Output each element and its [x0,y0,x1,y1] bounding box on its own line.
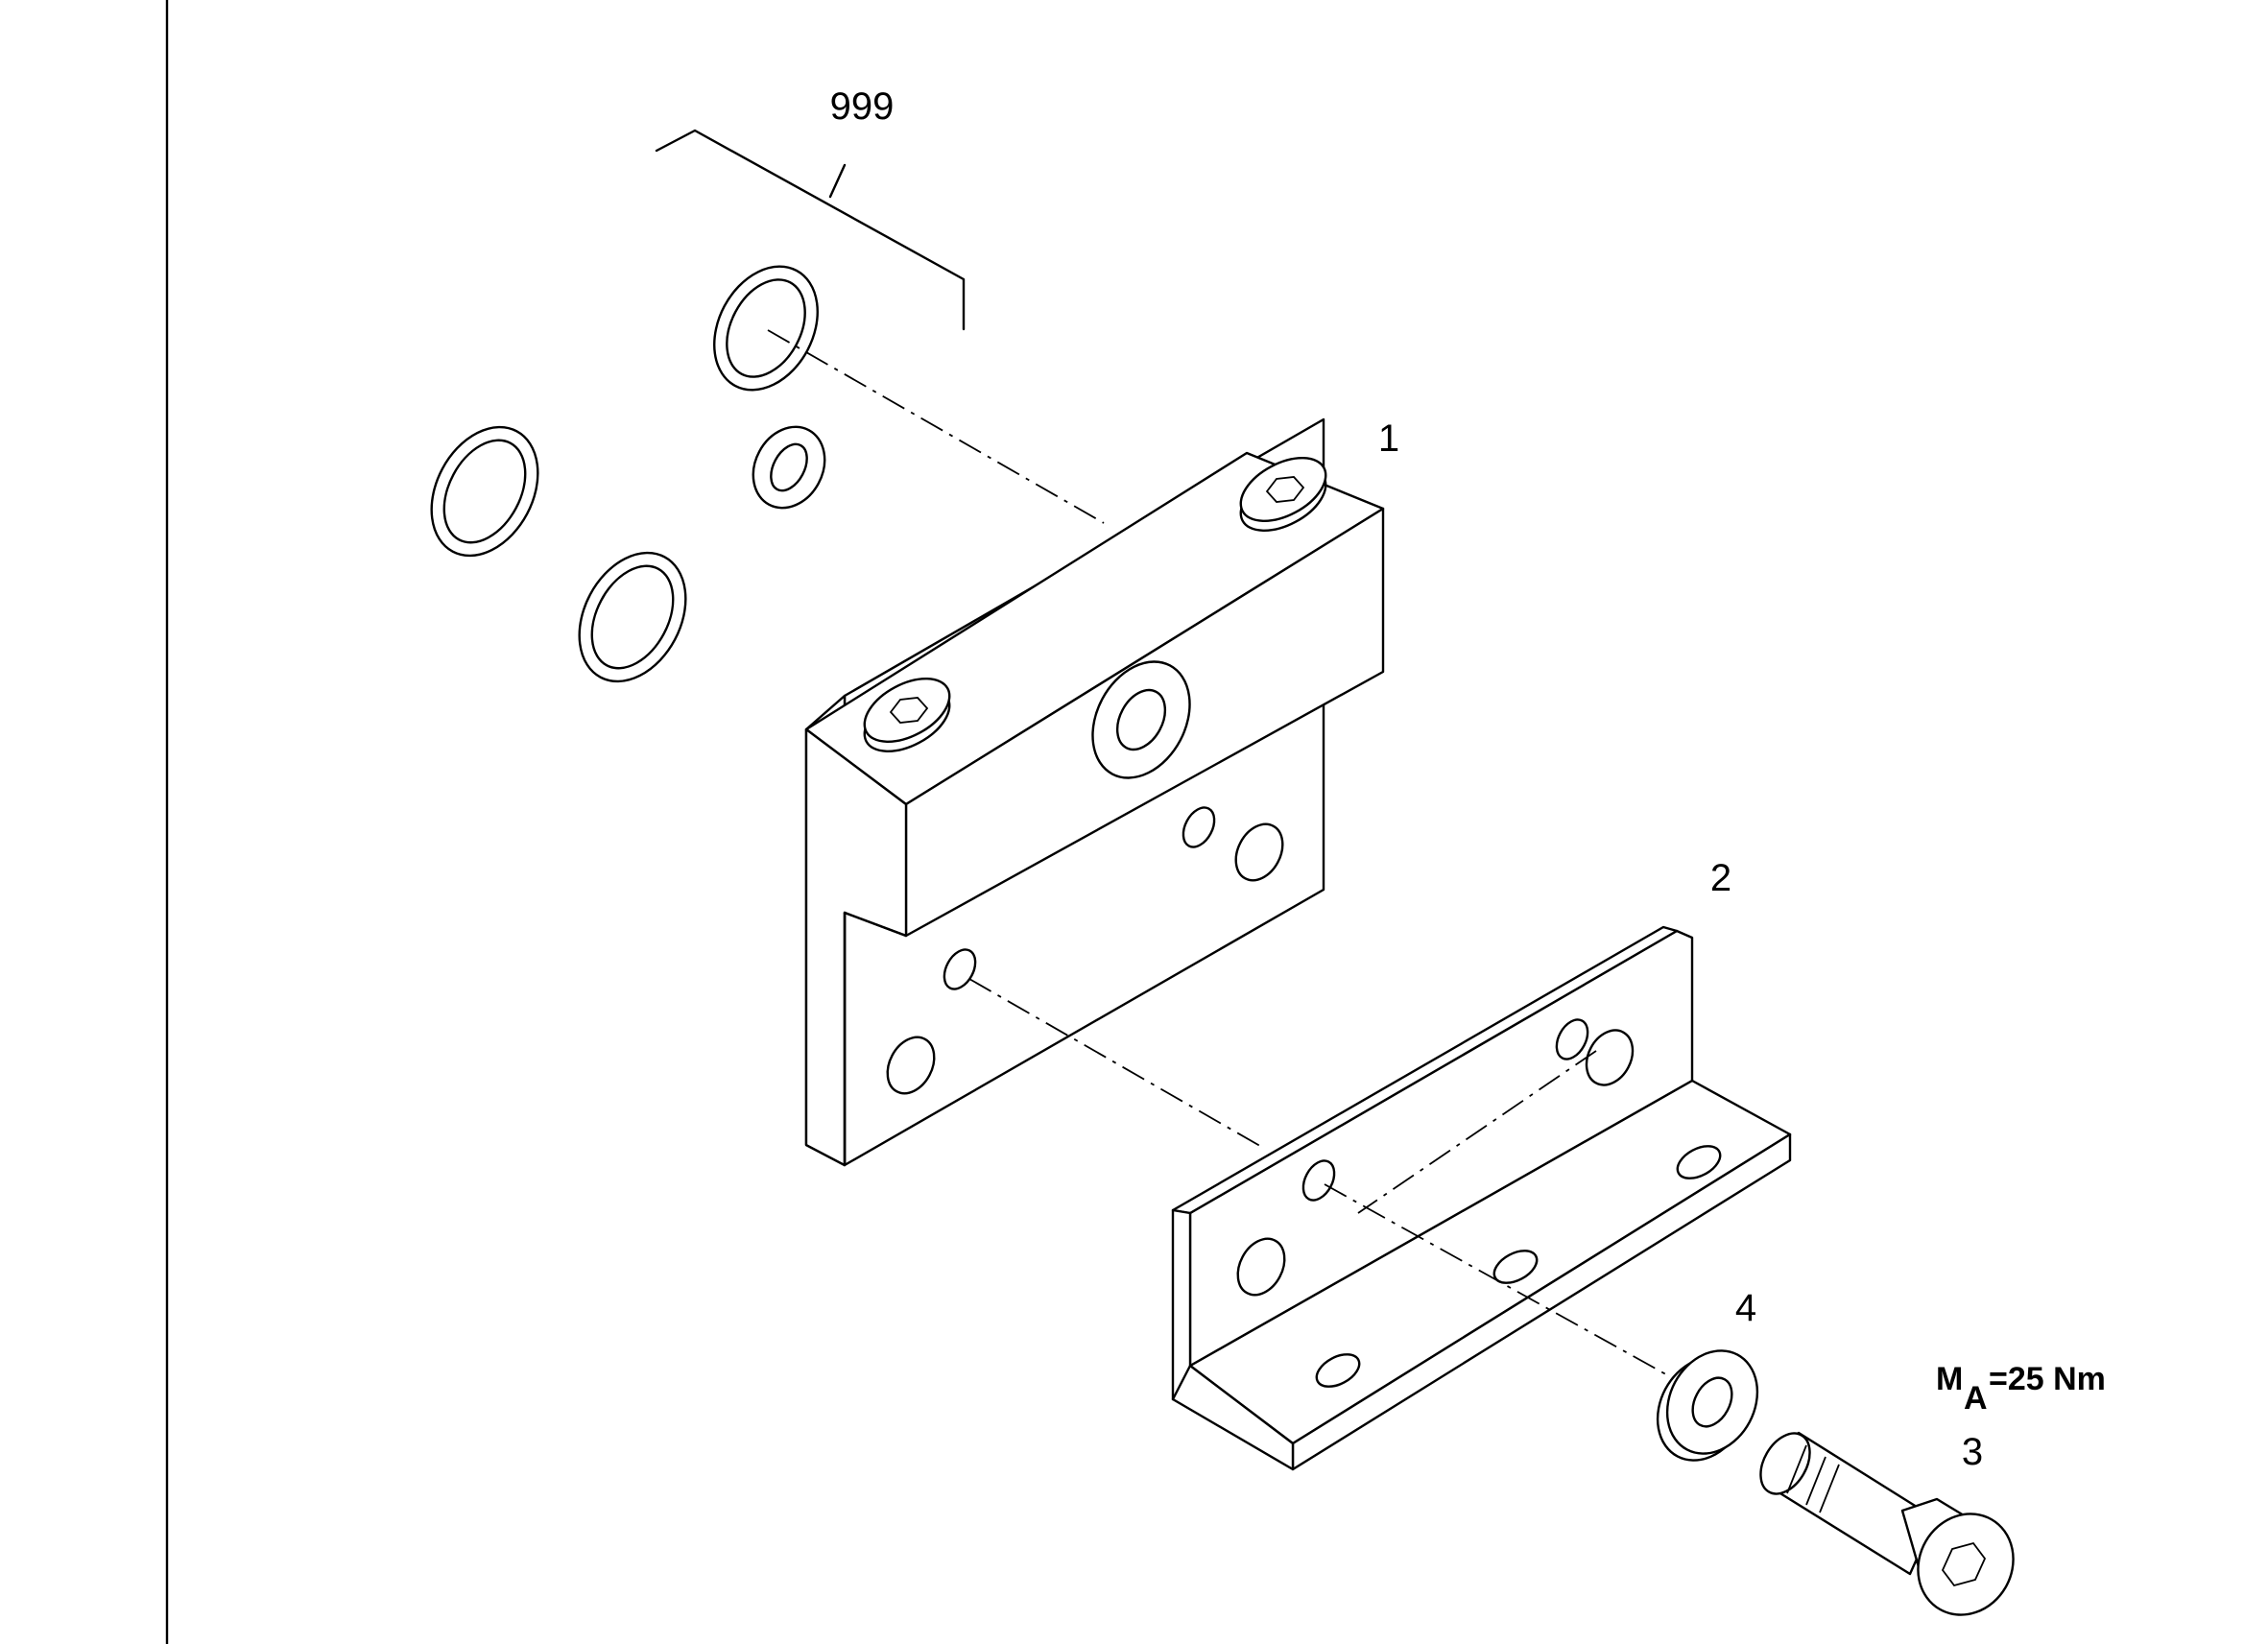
kit-bracket [655,129,966,331]
washer-part-4 [1656,1349,1759,1462]
callout-2: 2 [1710,857,1731,899]
bracket-hole-2 [1585,1029,1635,1086]
torque-value: =25 Nm [1989,1361,2106,1397]
callout-1: 1 [1378,417,1399,460]
hole-plate-4 [886,1036,936,1095]
o-ring-middle [578,551,687,683]
cap-screw-part-3 [1759,1431,2015,1616]
callout-3: 3 [1962,1431,1983,1473]
bracket-hole-1 [1555,1018,1589,1060]
callout-4: 4 [1735,1287,1756,1329]
hole-plate-3 [943,948,977,990]
o-ring-small [752,425,826,510]
centerline-bracket-to-washer [1324,1183,1698,1393]
torque-spec: M A =25 Nm [1936,1361,2106,1417]
bracket-hole-4 [1236,1237,1286,1297]
torque-symbol: M [1936,1361,1963,1397]
o-ring-left [430,425,539,558]
hole-plate-1 [1182,806,1216,848]
manifold-block-part-1 [804,417,1385,1167]
o-ring-top [713,265,819,392]
bracket-hole-6 [1492,1250,1539,1284]
bracket-hole-5 [1676,1145,1722,1179]
hole-plate-2 [1234,822,1284,882]
bracket-hole-7 [1315,1353,1361,1388]
torque-subscript: A [1964,1380,1988,1417]
cap-screw-head-right [1239,456,1327,533]
cap-screw-head-left [863,677,951,753]
centerline-o-ring [767,329,1105,524]
angle-bracket-part-2 [1171,925,1792,1471]
port-large [1091,660,1191,779]
callout-999: 999 [830,85,895,128]
centerline-block-to-bracket [968,978,1266,1150]
